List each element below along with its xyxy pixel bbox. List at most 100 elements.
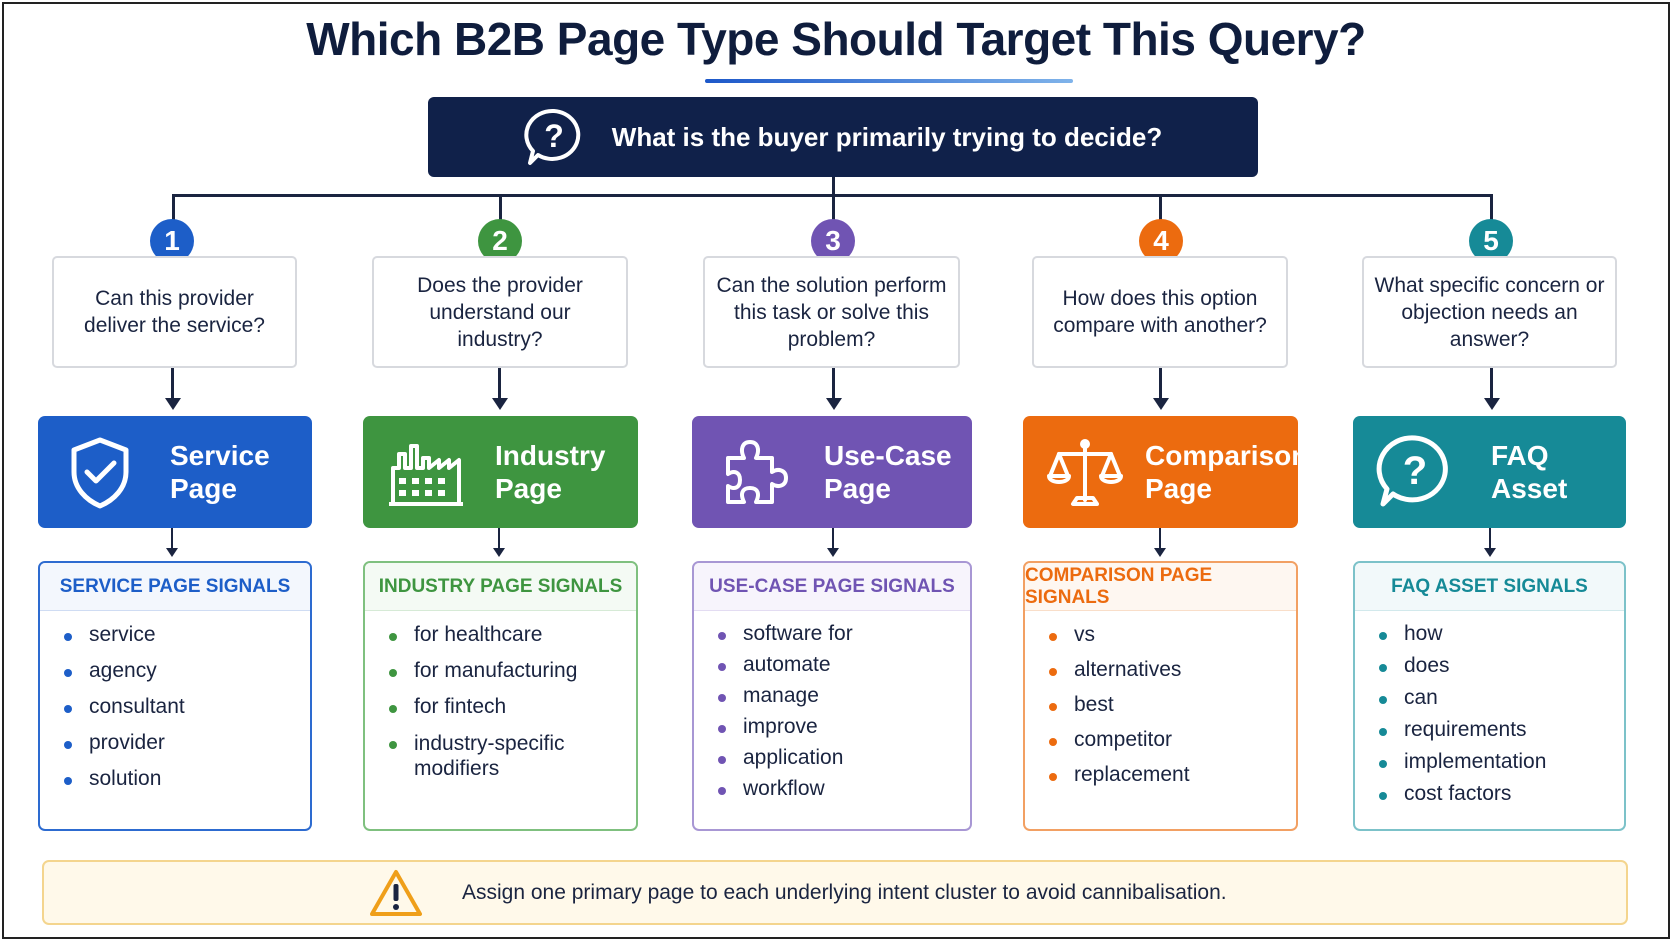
signals-list-1: service agency consultant provider solut… <box>40 611 310 791</box>
signals-title-3: USE-CASE PAGE SIGNALS <box>694 563 970 611</box>
step-number-3: 3 <box>811 219 855 263</box>
small-arrow-4 <box>1159 528 1161 549</box>
page-title: Which B2B Page Type Should Target This Q… <box>306 13 1366 65</box>
signals-title-5: FAQ ASSET SIGNALS <box>1355 563 1624 611</box>
signal-item: replacement <box>1049 763 1296 787</box>
footer-note: Assign one primary page to each underlyi… <box>42 860 1628 925</box>
arrow-2 <box>498 368 501 398</box>
page-type-box-5: ? FAQ Asset <box>1353 416 1626 528</box>
branch-drop-4 <box>1159 194 1162 220</box>
svg-text:?: ? <box>1403 449 1427 493</box>
signal-item: how <box>1379 622 1624 646</box>
root-question-text: What is the buyer primarily trying to de… <box>611 121 1163 152</box>
signal-item: service <box>64 623 310 647</box>
signal-item: automate <box>718 653 970 677</box>
small-arrow-head-4 <box>1154 548 1166 557</box>
signal-item: competitor <box>1049 728 1296 752</box>
step-number-4: 4 <box>1139 219 1183 263</box>
signals-list-2: for healthcare for manufacturing for fin… <box>365 611 636 781</box>
small-arrow-head-2 <box>493 548 505 557</box>
signal-item: requirements <box>1379 718 1624 742</box>
arrow-head-5 <box>1484 398 1500 410</box>
question-box-2: Does the provider understand our industr… <box>372 256 628 368</box>
small-arrow-head-5 <box>1484 548 1496 557</box>
signals-list-5: how does can requirements implementation… <box>1355 611 1624 806</box>
signals-box-2: INDUSTRY PAGE SIGNALS for healthcare for… <box>363 561 638 831</box>
page-type-box-4: Comparison Page <box>1023 416 1309 528</box>
signal-item: for fintech <box>389 695 636 719</box>
arrow-head-3 <box>826 398 842 410</box>
question-box-3: Can the solution perform this task or so… <box>703 256 960 368</box>
signal-item: for healthcare <box>389 623 636 647</box>
signal-item: best <box>1049 693 1296 717</box>
scales-icon <box>1047 439 1123 506</box>
branch-drop-3 <box>832 194 835 220</box>
arrow-3 <box>832 368 835 398</box>
step-number-2: 2 <box>478 219 522 263</box>
signal-item: provider <box>64 731 310 755</box>
signal-item: does <box>1379 654 1624 678</box>
signal-item: industry-specific modifiers <box>389 731 589 781</box>
page-type-title-5: FAQ Asset <box>1491 440 1568 504</box>
warning-triangle-icon <box>370 869 422 916</box>
signal-item: solution <box>64 767 310 791</box>
signal-item: consultant <box>64 695 310 719</box>
branch-drop-1 <box>172 194 175 220</box>
root-connector-stem <box>832 177 835 195</box>
signal-item: implementation <box>1379 750 1624 774</box>
question-box-1: Can this provider deliver the service? <box>52 256 297 368</box>
small-arrow-head-3 <box>827 548 839 557</box>
signal-item: software for <box>718 622 970 646</box>
signal-item: workflow <box>718 777 970 801</box>
step-number-1: 1 <box>150 219 194 263</box>
factory-icon <box>389 444 463 506</box>
signal-item: vs <box>1049 623 1296 647</box>
signal-item: alternatives <box>1049 658 1296 682</box>
branch-drop-5 <box>1490 194 1493 220</box>
arrow-5 <box>1490 368 1493 398</box>
question-box-5: What specific concern or objection needs… <box>1362 256 1617 368</box>
page-type-title-1: Service Page <box>170 440 270 504</box>
page-type-box-1: Service Page <box>38 416 312 528</box>
small-arrow-head-1 <box>166 548 178 557</box>
arrow-head-4 <box>1153 398 1169 410</box>
small-arrow-2 <box>498 528 500 549</box>
signals-title-2: INDUSTRY PAGE SIGNALS <box>365 563 636 611</box>
footer-text: Assign one primary page to each underlyi… <box>462 880 1227 904</box>
signals-list-4: vs alternatives best competitor replacem… <box>1025 611 1296 787</box>
signal-item: can <box>1379 686 1624 710</box>
arrow-1 <box>171 368 174 398</box>
shield-check-icon <box>71 437 129 509</box>
branch-drop-2 <box>499 194 502 220</box>
arrow-head-1 <box>165 398 181 410</box>
step-number-5: 5 <box>1469 219 1513 263</box>
signals-box-5: FAQ ASSET SIGNALS how does can requireme… <box>1353 561 1626 831</box>
page-type-box-3: Use-Case Page <box>692 416 972 528</box>
signals-box-4: COMPARISON PAGE SIGNALS vs alternatives … <box>1023 561 1298 831</box>
signals-box-3: USE-CASE PAGE SIGNALS software for autom… <box>692 561 972 831</box>
small-arrow-5 <box>1489 528 1491 549</box>
svg-text:?: ? <box>544 118 564 154</box>
root-question-box: ? What is the buyer primarily trying to … <box>428 97 1258 177</box>
question-bubble-icon: ? <box>524 108 580 165</box>
signals-box-1: SERVICE PAGE SIGNALS service agency cons… <box>38 561 312 831</box>
signal-item: improve <box>718 715 970 739</box>
arrow-head-2 <box>492 398 508 410</box>
page-type-title-2: Industry Page <box>495 440 606 504</box>
signal-item: for manufacturing <box>389 659 636 683</box>
signal-item: manage <box>718 684 970 708</box>
small-arrow-3 <box>832 528 834 549</box>
signals-title-1: SERVICE PAGE SIGNALS <box>40 563 310 611</box>
question-box-4: How does this option compare with anothe… <box>1032 256 1288 368</box>
signal-item: agency <box>64 659 310 683</box>
question-bubble-icon: ? <box>1376 435 1448 507</box>
page-type-title-3: Use-Case Page <box>824 440 952 504</box>
arrow-4 <box>1159 368 1162 398</box>
page-type-title-4: Comparison Page <box>1145 440 1309 504</box>
puzzle-piece-icon <box>726 440 788 504</box>
signals-title-4: COMPARISON PAGE SIGNALS <box>1025 563 1296 611</box>
signals-list-3: software for automate manage improve app… <box>694 611 970 801</box>
small-arrow-1 <box>171 528 173 549</box>
signal-item: cost factors <box>1379 782 1624 806</box>
page-type-box-2: Industry Page <box>363 416 638 528</box>
